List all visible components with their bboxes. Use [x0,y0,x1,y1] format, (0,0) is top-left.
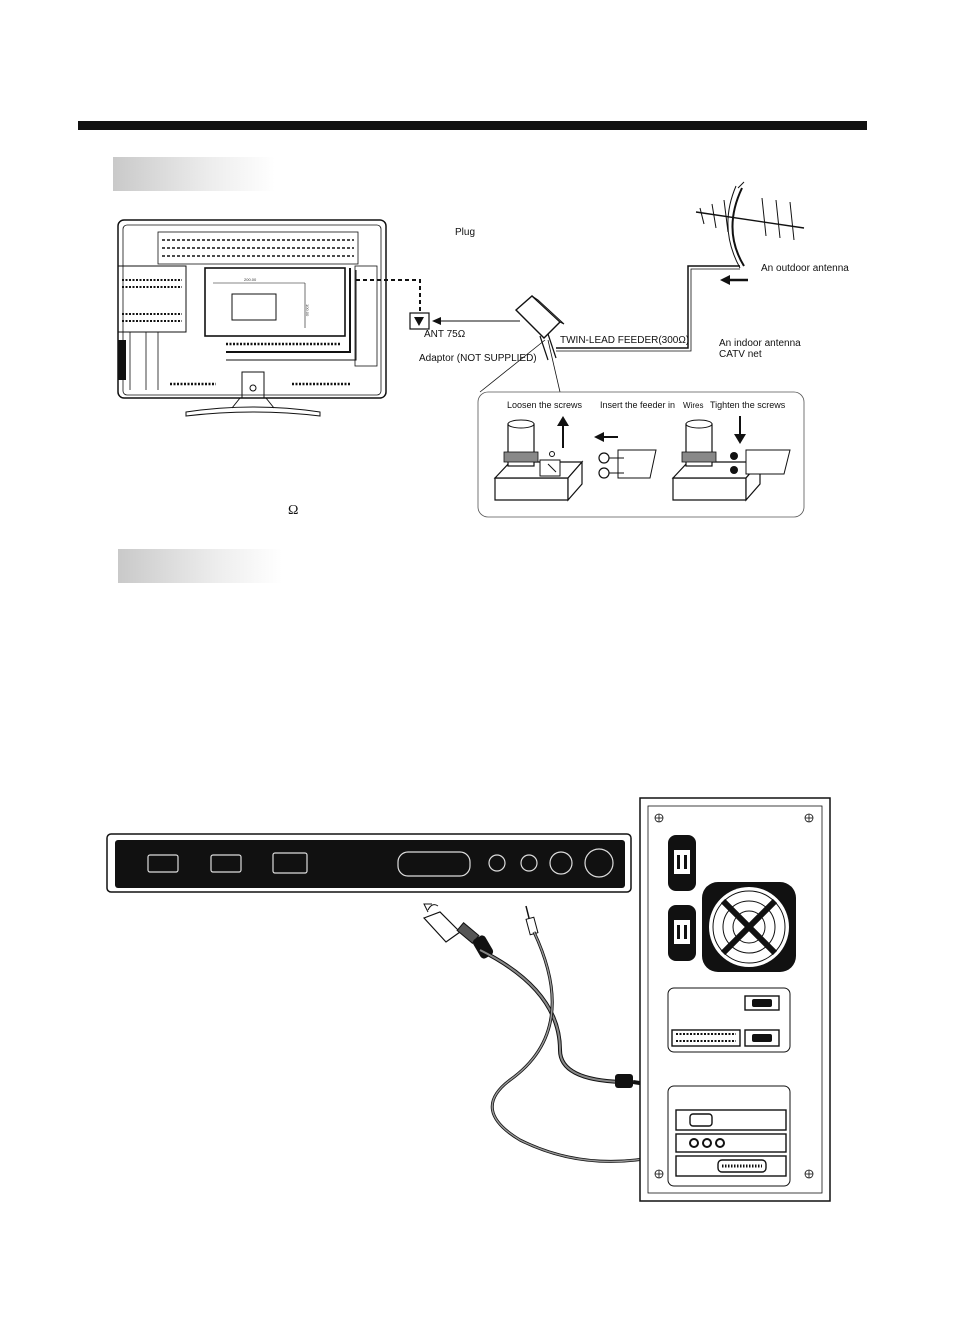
audio-jack [489,855,505,871]
arrow-left-icon [432,317,441,325]
catv-label: CATV net [719,349,762,360]
step-tighten-label: Tighten the screws [710,400,786,410]
vga-port [690,1114,712,1126]
tv-back-panel: 200.00 100.00 [118,220,386,416]
pc-back-panel [640,798,830,1201]
av-jack [550,852,572,874]
vga-port [398,852,470,876]
feeder-instructions-box: Loosen the screws Insert the feeder in W… [478,392,804,517]
ant-port-label: ANT 75Ω [424,329,466,340]
audio-jack [690,1139,698,1147]
step-loosen-label: Loosen the screws [507,400,583,410]
fan-icon [702,882,796,972]
tv-dim-v: 100.00 [305,304,310,317]
hdmi-port [148,855,178,872]
outdoor-antenna-icon [696,182,804,268]
plug-label: Plug [455,227,475,238]
audio-jack [521,855,537,871]
tv-dim-h: 200.00 [244,277,257,282]
step-insert-wires-label: Wires [683,401,703,410]
arrow-left-icon [720,275,730,285]
omega-symbol: Ω [288,503,298,518]
step-insert-label: Insert the feeder in [600,400,675,410]
indoor-antenna-label: An indoor antenna [719,338,801,349]
adaptor-label: Adaptor (NOT SUPPLIED) [419,353,537,364]
tv-side-panel [107,834,631,892]
adaptor [480,296,564,392]
usb-port [273,853,307,873]
hdmi-port [211,855,241,872]
antenna-jack [585,849,613,877]
outdoor-antenna-label: An outdoor antenna [761,263,849,274]
twin-lead-label: TWIN-LEAD FEEDER(300Ω) [560,335,689,346]
